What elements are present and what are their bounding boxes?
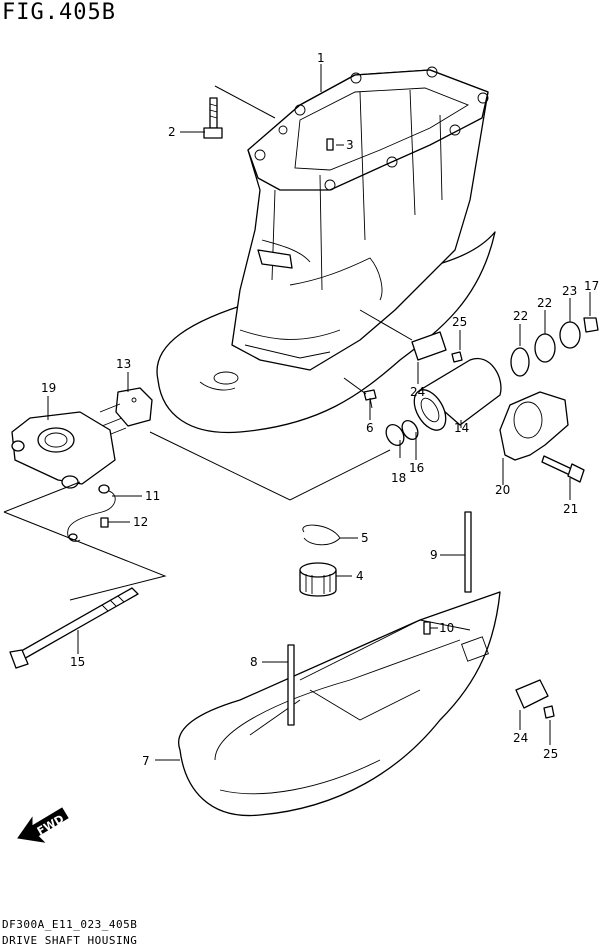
callout-22a: 22	[513, 309, 528, 323]
callout-2: 2	[168, 125, 176, 139]
bushing-part-4	[299, 562, 337, 597]
callout-9: 9	[430, 548, 438, 562]
stud-part-8	[287, 644, 295, 726]
footer-name: DRIVE SHAFT HOUSING	[2, 934, 138, 947]
callout-17: 17	[584, 279, 599, 293]
callout-1: 1	[317, 51, 325, 65]
callout-25a: 25	[452, 315, 467, 329]
washer-part-22b	[534, 333, 556, 363]
washer-part-22a	[510, 347, 530, 377]
callout-8: 8	[250, 655, 258, 669]
clamp-block-part-19	[11, 411, 116, 489]
plate-part-24b	[515, 679, 549, 709]
dowel-pin-part-3	[326, 138, 334, 151]
long-stud-part-15	[9, 587, 139, 669]
ground-wire-part-11	[67, 484, 116, 542]
nut-part-17	[583, 317, 599, 333]
drive-shaft-housing	[156, 66, 496, 434]
callout-18: 18	[391, 471, 406, 485]
fwd-arrow: FWD	[17, 807, 69, 843]
callout-7: 7	[142, 754, 150, 768]
leader-lines	[3, 64, 591, 761]
callout-25b: 25	[543, 747, 558, 761]
callout-3: 3	[346, 138, 354, 152]
callout-19: 19	[41, 381, 56, 395]
bolt-part-6	[363, 389, 377, 409]
footer-code: DF300A_E11_023_405B	[2, 918, 138, 931]
callout-5: 5	[361, 531, 369, 545]
screw-part-25b	[543, 705, 555, 719]
callout-labels: 1 2 3 4 5 6 7 8 9 10 11 12 13 14 15 16 1…	[41, 51, 599, 768]
callout-16: 16	[409, 461, 424, 475]
callout-23: 23	[562, 284, 577, 298]
bolt-part-2	[203, 97, 223, 139]
callout-14: 14	[454, 421, 469, 435]
callout-4: 4	[356, 569, 364, 583]
washer-part-16	[401, 420, 419, 440]
callout-22b: 22	[537, 296, 552, 310]
callout-11: 11	[145, 489, 160, 503]
bracket-part-20	[499, 391, 569, 461]
callout-24a: 24	[410, 385, 425, 399]
callout-15: 15	[70, 655, 85, 669]
dowel-part-10	[423, 621, 431, 635]
figure-title: FIG.405B	[2, 0, 116, 25]
callout-21: 21	[563, 502, 578, 516]
plate-part-24a	[411, 331, 447, 361]
callout-20: 20	[495, 483, 510, 497]
washer-part-23	[559, 321, 581, 349]
callout-12: 12	[133, 515, 148, 529]
callout-10: 10	[439, 621, 454, 635]
lower-housing-part-7	[178, 591, 501, 817]
screw-part-12	[100, 517, 109, 528]
callout-13: 13	[116, 357, 131, 371]
callout-24b: 24	[513, 731, 528, 745]
circlip-part-5	[302, 524, 341, 546]
shock-absorber-part-14	[413, 357, 502, 431]
callout-6: 6	[366, 421, 374, 435]
stud-part-9	[464, 511, 472, 593]
bolt-part-21	[541, 455, 585, 483]
screw-part-25a	[451, 351, 463, 363]
